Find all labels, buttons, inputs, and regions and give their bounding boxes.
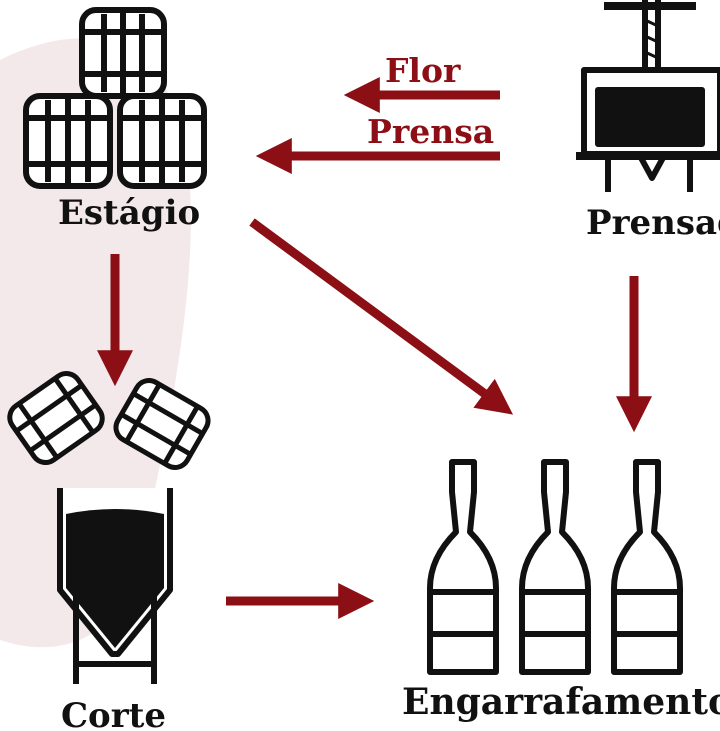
- arrow-estagio-to-engarrafamento: [249, 218, 514, 415]
- wine-press-icon: [576, 0, 720, 192]
- node-label-prensagem: Prensag: [586, 203, 720, 243]
- arrow-label-prensa: Prensa: [367, 112, 495, 151]
- three-bottles-icon: [427, 459, 683, 675]
- conical-tank-icon: [57, 488, 173, 684]
- stacked-barrels-icon: [23, 7, 207, 189]
- tilted-barrels-icon: [7, 371, 211, 470]
- node-label-estagio: Estágio: [58, 193, 201, 233]
- node-label-corte: Corte: [61, 696, 166, 731]
- arrow-label-flor: Flor: [385, 51, 461, 90]
- node-label-engarrafamento: Engarrafamento: [402, 681, 720, 723]
